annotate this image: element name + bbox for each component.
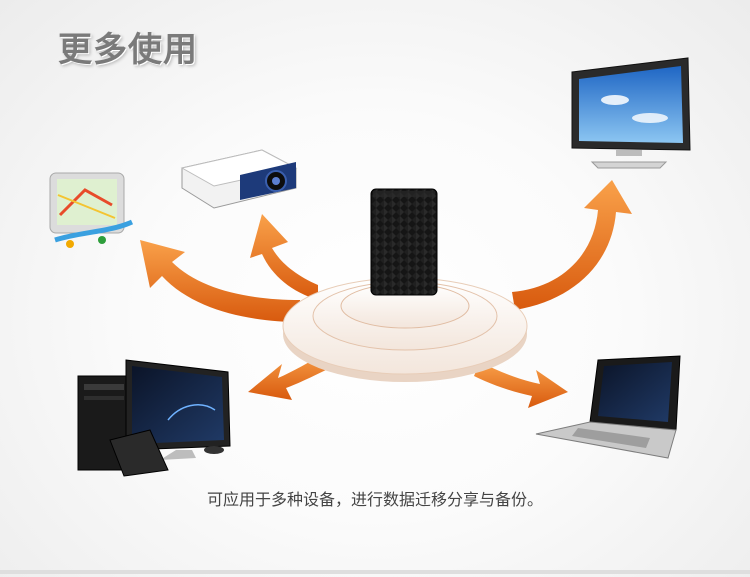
arrow-to-projector [250, 214, 318, 300]
arrow-to-gps [140, 240, 300, 322]
desktop-computer-icon [77, 359, 231, 477]
gps-navigator-icon [49, 172, 134, 248]
platform [282, 277, 528, 382]
arrow-to-tv [512, 180, 632, 310]
laptop-icon [535, 355, 681, 459]
external-hard-drive-icon [370, 188, 438, 296]
projector-icon [180, 149, 298, 209]
caption-text: 可应用于多种设备，进行数据迁移分享与备份。 [206, 490, 543, 509]
bottom-divider [0, 570, 750, 574]
lcd-tv-icon [571, 57, 691, 169]
page-title: 更多使用 [58, 30, 198, 70]
arrow-to-laptop [474, 362, 568, 408]
